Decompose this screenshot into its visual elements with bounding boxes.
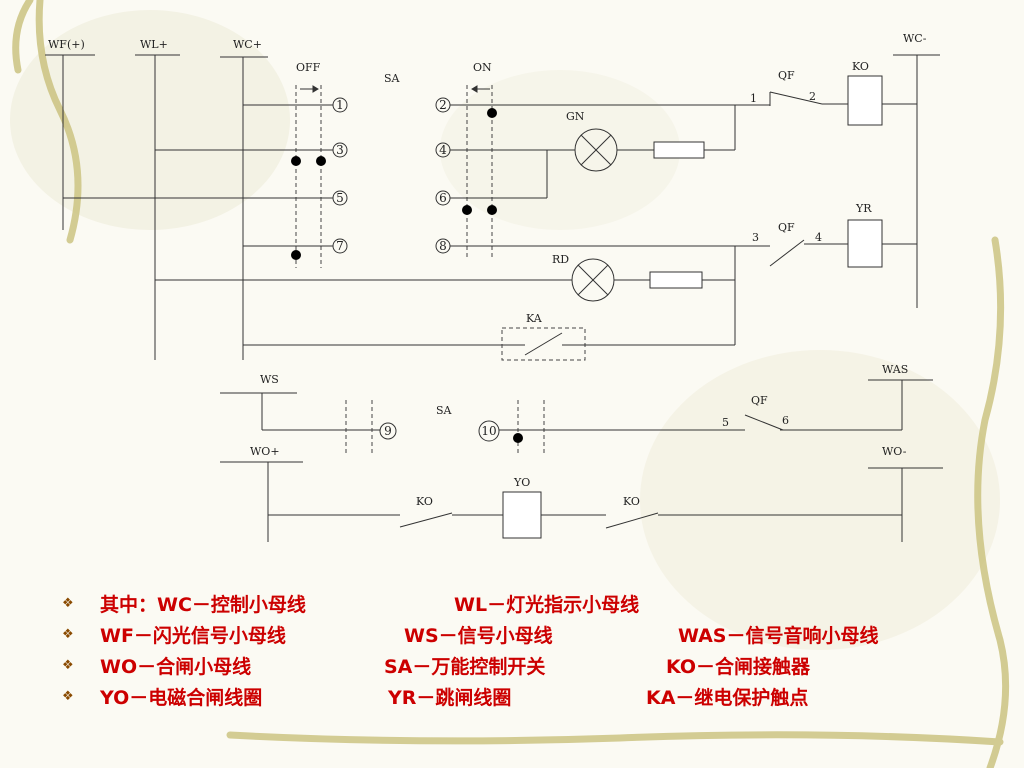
contact-8: 8 (439, 239, 447, 253)
green-lamp-gn: GN (566, 105, 736, 172)
legend-item: SA－万能控制开关 (384, 656, 546, 678)
qf-label-2: QF (778, 221, 795, 234)
lamp-gn-label: GN (566, 110, 585, 123)
switch-sa-label: SA (384, 72, 401, 85)
sa-switch-top: OFF ON SA (295, 61, 493, 268)
legend-item: WO－合闸小母线 (100, 656, 252, 678)
qf-term-5: 5 (722, 416, 729, 429)
relay-contact-ka: KA (243, 312, 735, 361)
contact-3: 3 (336, 143, 344, 157)
legend-item: YR－跳闸线圈 (388, 687, 512, 709)
diamond-bullet-icon: ❖ (62, 658, 74, 673)
bamboo-vine (12, 0, 1010, 768)
contact-ko-label-right: KO (623, 495, 640, 508)
qf-contact-3-4: QF 3 4 YR (752, 202, 917, 268)
bus-label-wo-plus: WO+ (250, 445, 280, 458)
switch-on-label: ON (473, 61, 492, 74)
bus-label-wo-minus: WO- (882, 445, 907, 458)
qf-contact-1-2: QF 1 2 KO (735, 60, 917, 126)
bus-label-was: WAS (882, 363, 908, 376)
legend-item: KO－合闸接触器 (666, 656, 811, 678)
contact-ko-label-left: KO (416, 495, 433, 508)
qf-term-6: 6 (782, 414, 789, 427)
coil-yr-label: YR (855, 202, 872, 215)
legend-row-2: ❖ WF－闪光信号小母线 WS－信号小母线 WAS－信号音响小母线 (62, 621, 962, 652)
closing-section: WO+ KO YO KO WO- (220, 445, 943, 542)
qf-label-3: QF (751, 394, 768, 407)
qf-term-2: 2 (809, 90, 816, 103)
legend-row-1: ❖ 其中：WC－控制小母线 WL－灯光指示小母线 (62, 590, 962, 621)
legend-item: KA－继电保护触点 (646, 687, 809, 709)
bus-label-wc-minus: WC- (903, 32, 927, 45)
bus-label-wl: WL+ (140, 38, 168, 51)
diamond-bullet-icon: ❖ (62, 689, 74, 704)
diamond-bullet-icon: ❖ (62, 627, 74, 642)
legend-item: WF－闪光信号小母线 (100, 625, 286, 647)
contact-6: 6 (439, 191, 447, 205)
legend-list: ❖ 其中：WC－控制小母线 WL－灯光指示小母线 ❖ WF－闪光信号小母线 WS… (62, 590, 962, 714)
switch-sa-label-bottom: SA (436, 404, 453, 417)
diamond-bullet-icon: ❖ (62, 596, 74, 611)
contact-row-7-8: 7 8 (243, 238, 760, 260)
top-buses: WF(+) WL+ WC+ WC- (45, 32, 940, 360)
contact-4: 4 (439, 143, 447, 157)
legend-item: 其中：WC－控制小母线 (100, 594, 306, 616)
coil-yo-label: YO (513, 476, 530, 489)
signal-section: WS 9 SA 10 QF 5 6 WAS (220, 363, 933, 455)
contact-1: 1 (336, 98, 344, 112)
contact-2: 2 (439, 98, 447, 112)
legend-item: WL－灯光指示小母线 (454, 594, 640, 616)
legend-item: YO－电磁合闸线圈 (100, 687, 263, 709)
qf-term-4: 4 (815, 231, 822, 244)
bus-label-ws: WS (260, 373, 279, 386)
legend-row-3: ❖ WO－合闸小母线 SA－万能控制开关 KO－合闸接触器 (62, 652, 962, 683)
qf-term-3: 3 (752, 231, 759, 244)
legend-item: WS－信号小母线 (404, 625, 553, 647)
legend-row-4: ❖ YO－电磁合闸线圈 YR－跳闸线圈 KA－继电保护触点 (62, 683, 962, 714)
relay-ka-label: KA (526, 312, 543, 325)
legend-item: WAS－信号音响小母线 (678, 625, 879, 647)
red-lamp-rd: RD (155, 246, 736, 345)
contact-9: 9 (384, 424, 392, 438)
qf-term-1: 1 (750, 92, 757, 105)
contact-7: 7 (336, 239, 344, 253)
switch-off-label: OFF (296, 61, 321, 74)
coil-ko-label-top: KO (852, 60, 869, 73)
bus-label-wf: WF(+) (48, 38, 85, 51)
lamp-rd-label: RD (552, 253, 569, 266)
control-circuit-diagram: WF(+) WL+ WC+ WC- OFF ON SA 1 2 (45, 32, 943, 542)
bus-label-wc-plus: WC+ (233, 38, 262, 51)
contact-10: 10 (481, 424, 496, 438)
qf-label-1: QF (778, 69, 795, 82)
contact-row-1-2: 1 2 (243, 97, 735, 118)
contact-5: 5 (336, 191, 344, 205)
contact-row-3-4: 3 4 (155, 142, 575, 166)
contact-row-5-6: 5 6 (63, 150, 548, 215)
